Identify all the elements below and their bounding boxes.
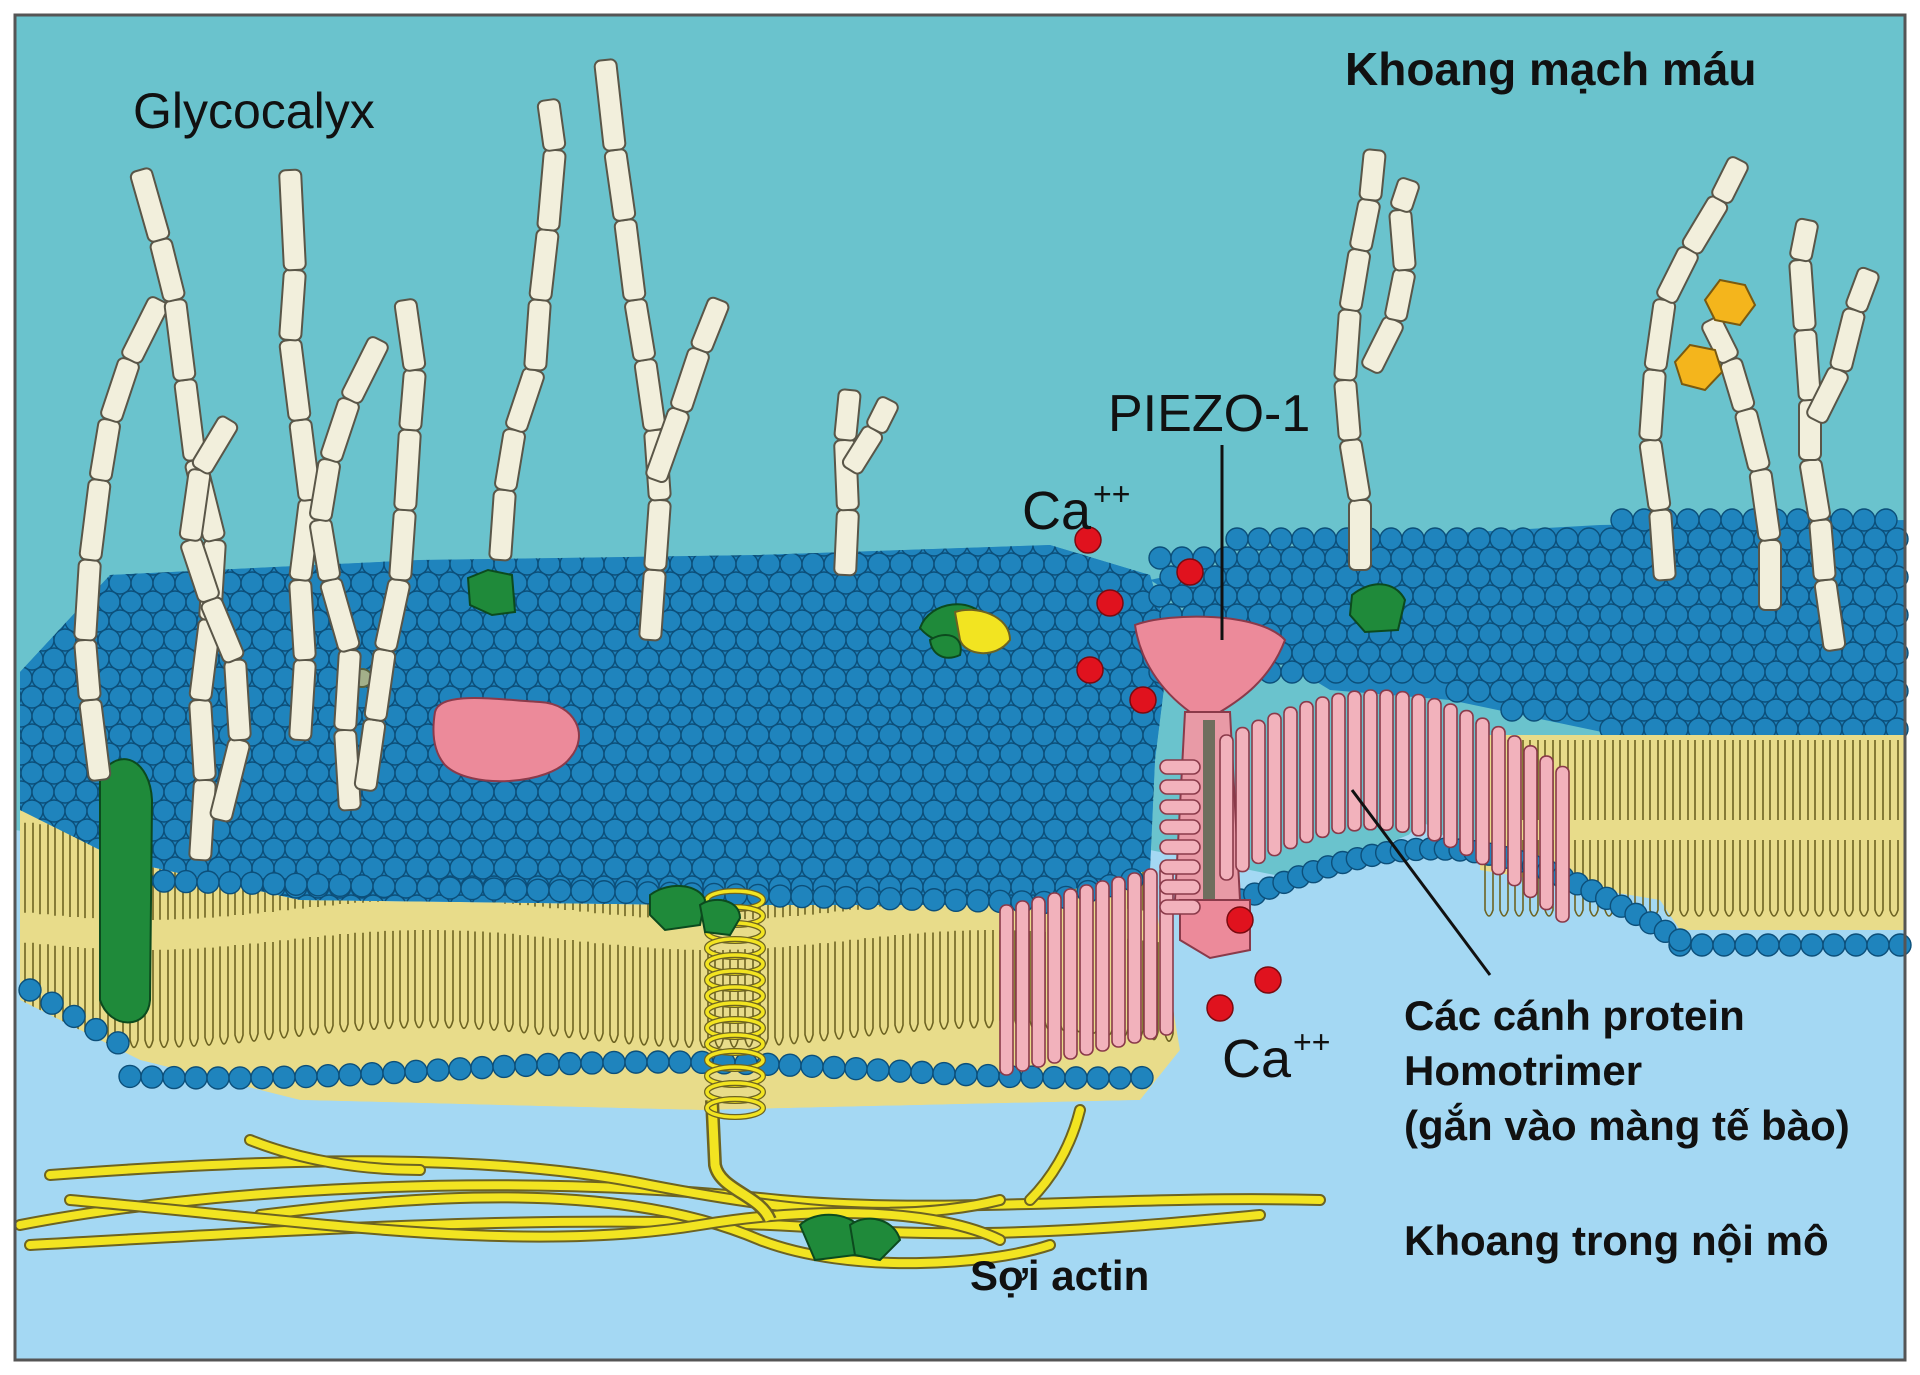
endothelial-space-label: Khoang trong nội mô bbox=[1404, 1217, 1829, 1264]
orange-sugar-2 bbox=[1673, 343, 1724, 392]
actin-label: Sợi actin bbox=[970, 1252, 1150, 1299]
green-protein-bilayer bbox=[649, 884, 742, 937]
transmembrane-helix-protein bbox=[704, 888, 777, 1224]
glycocalyx-label: Glycocalyx bbox=[133, 83, 375, 139]
calcium-symbol-top: Ca bbox=[1022, 481, 1092, 541]
piezo1-label: PIEZO-1 bbox=[1108, 385, 1311, 443]
homotrimer-blades bbox=[1219, 689, 1570, 923]
calcium-charge-bottom: ++ bbox=[1293, 1024, 1331, 1060]
calcium-charge-top: ++ bbox=[1093, 476, 1131, 512]
homotrimer-blades-label: Các cánh protein Homotrimer (gắn vào màn… bbox=[1404, 988, 1850, 1153]
orange-sugar-1 bbox=[1703, 278, 1757, 327]
blades-label-line3: (gắn vào màng tế bào) bbox=[1404, 1102, 1850, 1149]
calcium-symbol-bottom: Ca bbox=[1222, 1029, 1292, 1089]
calcium-ions bbox=[1074, 526, 1282, 1022]
piezo1-cap bbox=[1133, 615, 1287, 713]
blades-label-line2: Homotrimer bbox=[1404, 1047, 1643, 1094]
blades-leader-line bbox=[1350, 789, 1492, 976]
green-yellow-protein bbox=[918, 603, 1012, 659]
green-protein-actin bbox=[798, 1213, 902, 1262]
phospholipid-heads-top bbox=[20, 545, 1170, 905]
calcium-label-top: Ca++ bbox=[1022, 478, 1130, 538]
interior-under-right bbox=[1180, 830, 1905, 1360]
diagram-border bbox=[13, 13, 1907, 1362]
green-protein-top-2 bbox=[1348, 583, 1407, 634]
green-protein-top-1 bbox=[466, 568, 517, 617]
blades-label-line1: Các cánh protein bbox=[1404, 992, 1745, 1039]
piezo1-central-pore bbox=[1203, 720, 1215, 900]
membrane-protein-pink bbox=[432, 697, 580, 783]
homotrimer-blades-left bbox=[999, 759, 1201, 1076]
green-channel-protein-left bbox=[99, 758, 154, 1024]
vascular-lumen-label: Khoang mạch máu bbox=[1345, 43, 1757, 95]
calcium-label-bottom: Ca++ bbox=[1222, 1026, 1330, 1086]
glycocalyx-chains bbox=[73, 58, 1880, 862]
